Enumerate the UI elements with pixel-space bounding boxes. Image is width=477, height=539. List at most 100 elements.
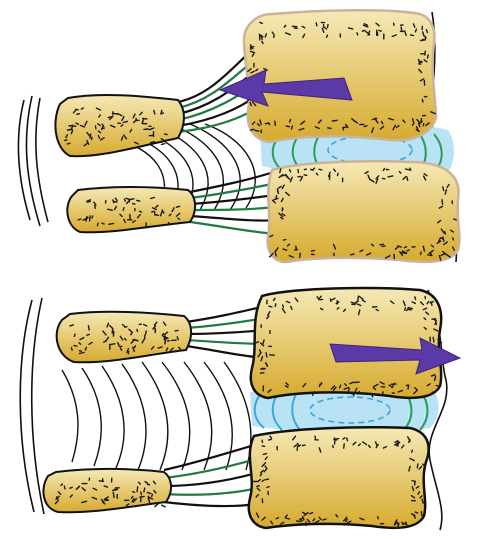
bone-speckle <box>161 144 164 145</box>
bone-speckle <box>443 187 444 191</box>
bone-speckle <box>344 444 345 448</box>
bone-speckle <box>115 114 117 115</box>
bone-speckle <box>95 126 96 129</box>
bone-speckle <box>379 30 381 31</box>
bone-speckle <box>262 480 264 481</box>
bone-speckle <box>286 518 290 519</box>
bone-speckle <box>286 126 289 127</box>
bone-speckle <box>90 134 91 138</box>
bone-speckle <box>422 100 423 103</box>
bone-speckle <box>290 120 291 123</box>
bone-speckle <box>72 348 73 351</box>
bone-speckle <box>161 139 163 140</box>
bone-speckle <box>304 175 307 176</box>
bone-speckle <box>382 392 383 395</box>
bone-speckle <box>144 488 145 492</box>
bone-speckle <box>284 240 286 241</box>
bone-speckle <box>403 253 406 254</box>
bone-speckle <box>364 126 367 127</box>
bone-speckle <box>415 297 416 300</box>
bone-speckle <box>421 40 424 41</box>
bone-speckle <box>280 169 281 173</box>
bone-speckle <box>407 250 409 251</box>
bone-speckle <box>87 334 89 335</box>
bone-speckle <box>413 119 414 122</box>
bone-speckle <box>113 493 114 498</box>
bone-speckle <box>68 129 73 130</box>
bone-speckle <box>357 33 358 35</box>
bottom-upper-spinous-process <box>57 312 191 362</box>
bone-speckle <box>87 201 90 202</box>
bone-speckle <box>267 487 269 488</box>
bone-speckle <box>70 325 73 326</box>
bone-speckle <box>265 479 269 480</box>
bone-speckle <box>137 487 138 492</box>
bone-speckle <box>110 344 115 345</box>
bone-speckle <box>162 505 165 507</box>
bone-speckle <box>128 351 129 353</box>
bone-speckle <box>388 176 393 177</box>
bone-speckle <box>65 140 67 141</box>
bone-speckle <box>97 223 98 226</box>
bottom-lower-ligaments <box>164 444 260 506</box>
bone-speckle <box>319 169 322 170</box>
bone-speckle <box>404 247 406 248</box>
bone-speckle <box>426 30 427 33</box>
bone-speckle <box>328 25 329 28</box>
bone-speckle <box>304 169 306 170</box>
bone-speckle <box>162 334 163 336</box>
bone-speckle <box>109 223 114 224</box>
bone-speckle <box>161 113 164 114</box>
bone-speckle <box>95 205 96 208</box>
bone-speckle <box>349 28 353 29</box>
bottom-lower-vertebral-body <box>249 427 429 528</box>
bone-speckle <box>421 512 422 516</box>
top-panel <box>18 10 459 262</box>
bone-speckle <box>435 322 436 324</box>
bone-speckle <box>115 489 118 490</box>
bone-speckle <box>406 169 410 170</box>
bone-speckle <box>269 306 272 307</box>
bone-speckle <box>276 518 278 519</box>
bone-speckle <box>435 376 436 380</box>
bone-speckle <box>347 438 348 441</box>
bone-speckle <box>454 219 457 220</box>
bone-speckle <box>140 211 142 212</box>
bone-speckle <box>382 246 385 247</box>
bone-speckle <box>377 32 378 35</box>
bone-speckle <box>417 464 418 468</box>
bone-speckle <box>269 440 271 441</box>
bone-speckle <box>74 346 77 347</box>
bone-speckle <box>79 353 84 354</box>
bone-speckle <box>152 494 153 496</box>
bone-speckle <box>262 446 264 447</box>
bone-speckle <box>292 126 293 129</box>
bone-speckle <box>257 486 259 487</box>
bone-speckle <box>343 438 345 439</box>
top-left-contour-lines <box>18 96 48 226</box>
bone-speckle <box>421 252 422 254</box>
bone-speckle <box>149 499 150 503</box>
bone-speckle <box>262 41 263 43</box>
bone-speckle <box>433 337 434 342</box>
bone-speckle <box>321 383 322 385</box>
bone-speckle <box>362 30 365 31</box>
bone-speckle <box>124 199 125 201</box>
bone-speckle <box>411 35 414 36</box>
bone-speckle <box>412 450 413 452</box>
bone-speckle <box>300 518 302 519</box>
bone-speckle <box>263 454 266 455</box>
bone-speckle <box>415 29 416 32</box>
bone-speckle <box>143 118 147 119</box>
bottom-upper-vertebral-body <box>251 288 441 398</box>
top-upper-vertebral-body <box>244 10 436 142</box>
bone-speckle <box>152 211 154 212</box>
bone-speckle <box>74 334 75 336</box>
bone-speckle <box>300 253 301 257</box>
bone-speckle <box>419 62 422 63</box>
bone-speckle <box>328 128 331 129</box>
bone-speckle <box>70 487 72 488</box>
bone-speckle <box>443 237 444 241</box>
bone-speckle <box>334 439 339 440</box>
